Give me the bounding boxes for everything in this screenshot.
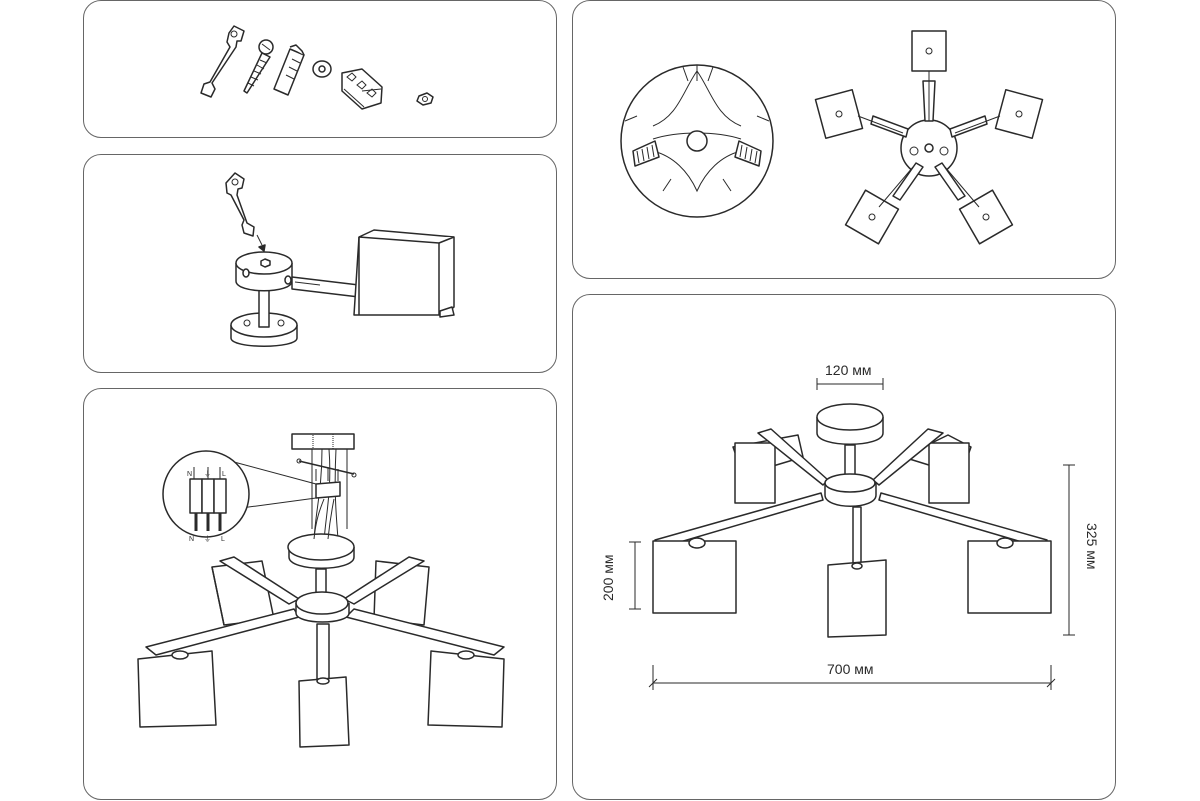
dimension-overall-width: 700 мм <box>648 661 1056 690</box>
panel-dimensions: 120 мм <box>572 294 1116 800</box>
dimension-label-overall-width: 700 мм <box>827 661 874 677</box>
terminal-label-n: N <box>187 471 192 478</box>
wrench-icon <box>200 25 245 98</box>
canopy-disc <box>287 498 355 569</box>
hub <box>235 251 293 292</box>
fixture-front-elevation <box>654 403 1048 568</box>
terminal-zoom-callout: N ⏚ L N ⏚ L <box>162 450 317 543</box>
lamp-shade <box>353 229 455 318</box>
dimension-shade-height: 200 мм <box>600 541 641 610</box>
terminal-label-earth-bottom: ⏚ <box>204 535 211 543</box>
panel-mounting <box>83 154 557 373</box>
lamp-shade-left <box>652 537 737 614</box>
hub <box>295 591 350 623</box>
dimension-label-base-diameter: 120 мм <box>825 362 872 378</box>
panel-wiring: N ⏚ L N ⏚ L <box>83 388 557 800</box>
wrench-icon <box>225 172 255 237</box>
terminal-label-earth: ⏚ <box>204 470 211 478</box>
panel-top-view <box>572 0 1116 279</box>
terminal-block-icon <box>341 68 383 110</box>
dimension-label-overall-height: 325 мм <box>1084 523 1100 570</box>
dimension-overall-height: 325 мм <box>1063 464 1100 636</box>
lamp-shade-front-left <box>137 650 217 728</box>
panel-hardware <box>83 0 557 138</box>
mounting-bracket <box>296 448 357 542</box>
lamp-shade-right <box>967 537 1052 614</box>
ceiling-plate <box>291 433 355 450</box>
dimension-base-diameter: 120 мм <box>816 362 884 390</box>
screw-icon <box>243 39 274 94</box>
washer-icon <box>312 60 332 78</box>
terminal-label-n-bottom: N <box>189 536 194 543</box>
top-view-fixture <box>814 30 1044 245</box>
wall-plug-icon <box>273 44 305 96</box>
socket-zoom-callout <box>620 64 774 218</box>
dimension-label-shade-height: 200 мм <box>600 555 616 602</box>
lamp-arm <box>291 276 360 298</box>
lamp-shade-front-right <box>427 650 505 728</box>
terminal-label-l-bottom: L <box>221 536 225 543</box>
lamp-arms <box>145 556 505 680</box>
terminal-label-l: L <box>222 471 226 478</box>
lamp-shade-front-center <box>298 676 350 748</box>
nut-icon <box>416 92 434 106</box>
lamp-shade-center <box>827 559 887 638</box>
